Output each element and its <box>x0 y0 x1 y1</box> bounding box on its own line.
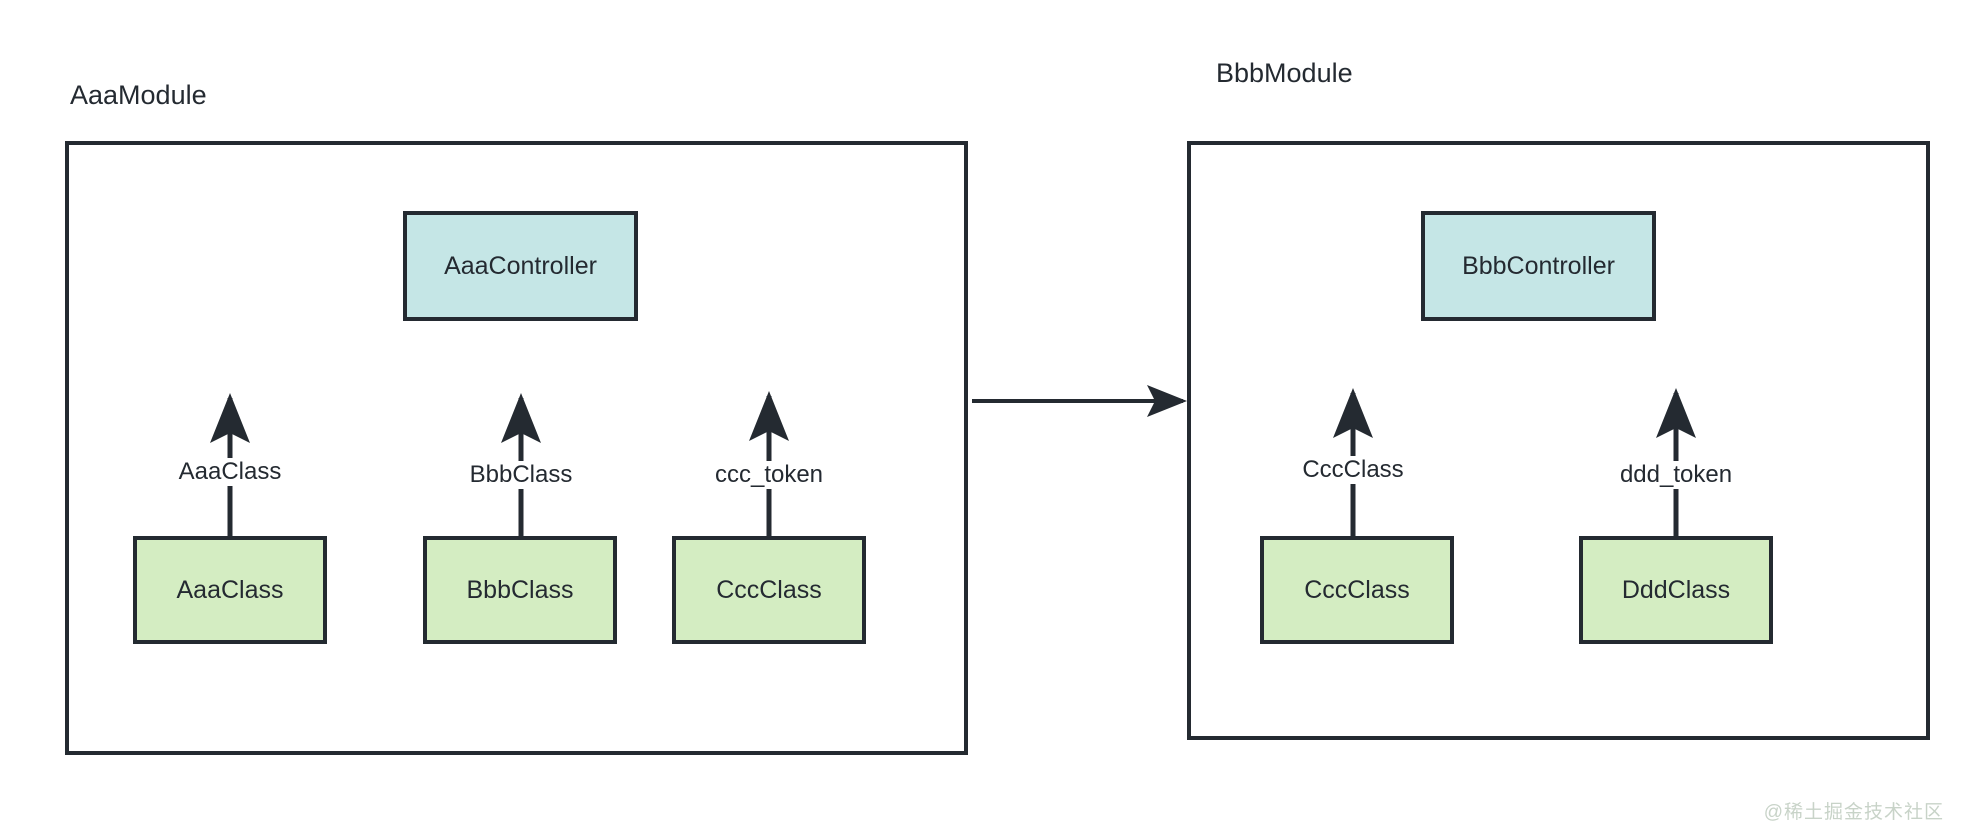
node-label: AaaClass <box>176 575 284 604</box>
watermark: @稀土掘金技术社区 <box>1763 802 1944 823</box>
node-bbb-controller[interactable]: BbbController <box>1421 211 1656 321</box>
edge-label-aaa-token: AaaClass <box>172 458 288 486</box>
node-label: BbbClass <box>466 575 574 604</box>
module-title-aaa: AaaModule <box>70 80 207 110</box>
edge-label-ddd-token: ddd_token <box>1613 461 1739 489</box>
node-bbb-class[interactable]: BbbClass <box>423 536 617 644</box>
edge-label-ccc-token: ccc_token <box>708 461 830 489</box>
node-ddd-class-right[interactable]: DddClass <box>1579 536 1773 644</box>
node-label: DddClass <box>1621 575 1731 604</box>
node-label: CccClass <box>716 575 822 604</box>
node-aaa-controller[interactable]: AaaController <box>403 211 638 321</box>
node-ccc-class[interactable]: CccClass <box>672 536 866 644</box>
node-ccc-class-right[interactable]: CccClass <box>1260 536 1454 644</box>
node-aaa-class[interactable]: AaaClass <box>133 536 327 644</box>
node-label: AaaController <box>444 251 597 280</box>
edge-label-ccc-class-token: CccClass <box>1296 456 1410 484</box>
module-title-bbb: BbbModule <box>1216 58 1353 88</box>
edge-label-bbb-token: BbbClass <box>463 461 579 489</box>
node-label: BbbController <box>1462 251 1615 280</box>
node-label: CccClass <box>1304 575 1410 604</box>
